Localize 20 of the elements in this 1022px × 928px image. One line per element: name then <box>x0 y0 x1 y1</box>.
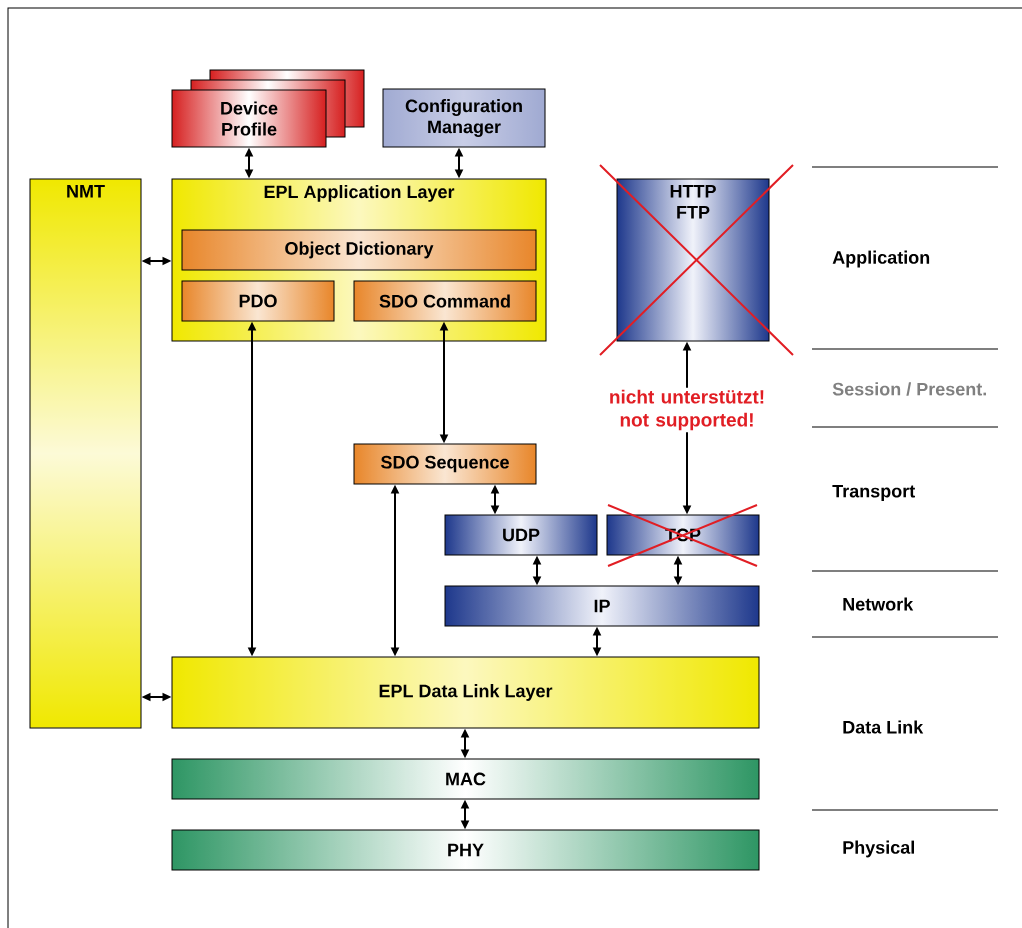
protocol-box: IP <box>444 585 760 627</box>
layer-label: Session / Present. <box>832 382 986 396</box>
module-box: PDO <box>181 280 335 322</box>
warning-label: nicht unterstützt! not supported! <box>597 387 777 433</box>
module-box: SDO Sequence <box>353 443 537 485</box>
manager-box: Configuration Manager <box>382 88 546 148</box>
protocol-box: UDP <box>444 514 598 556</box>
protocol-box: HTTP FTP <box>616 178 770 342</box>
layer-box: NMT <box>29 178 142 729</box>
stacked-profile-box: Device Profile <box>171 69 365 148</box>
layer-label: Physical <box>843 840 914 858</box>
layer-label: Transport <box>832 484 915 502</box>
layer-box: MAC <box>171 758 760 800</box>
layer-box: PHY <box>171 829 760 871</box>
layer-label: Application <box>832 250 930 268</box>
layer-label: Network <box>843 597 914 611</box>
module-box: SDO Command <box>353 280 537 322</box>
layer-label: Data Link <box>843 720 924 734</box>
layer-box: EPL Data Link Layer <box>171 656 760 729</box>
module-box: Object Dictionary <box>181 229 537 271</box>
